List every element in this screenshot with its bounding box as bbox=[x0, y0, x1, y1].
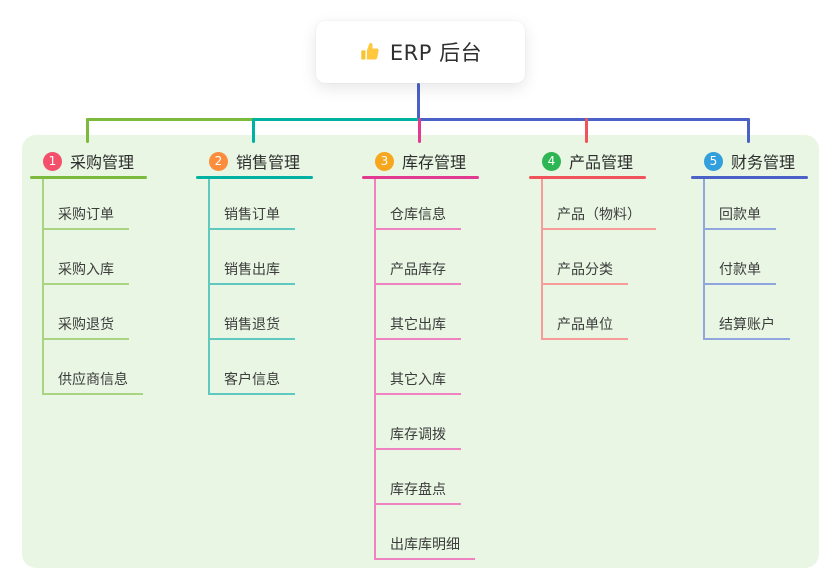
branch-item-label: 库存调拨 bbox=[374, 424, 461, 450]
branch-item-label: 供应商信息 bbox=[42, 369, 143, 395]
branch-number-badge: 5 bbox=[704, 151, 723, 171]
branch-item-label: 出库库明细 bbox=[374, 534, 475, 560]
branch-drop-line bbox=[418, 118, 421, 143]
branch-item-label: 付款单 bbox=[703, 259, 776, 285]
branch-item-label: 产品单位 bbox=[541, 314, 628, 340]
branch-item-label: 产品（物料） bbox=[541, 204, 656, 230]
branch-item-label: 结算账户 bbox=[703, 314, 790, 340]
bus-segment-2 bbox=[252, 118, 421, 121]
branch-header-underline bbox=[691, 176, 808, 179]
branch-trunk-line bbox=[374, 179, 376, 559]
branch-number-badge: 2 bbox=[209, 151, 228, 171]
branch-header-underline bbox=[30, 176, 147, 179]
branch-item-label: 采购退货 bbox=[42, 314, 129, 340]
branch-header[interactable]: 4 产品管理 bbox=[542, 150, 633, 172]
branch-item[interactable]: 采购入库 bbox=[42, 259, 129, 285]
branch-drop-line bbox=[252, 118, 255, 143]
branch-label: 采购管理 bbox=[70, 153, 135, 172]
branch-item[interactable]: 产品（物料） bbox=[541, 204, 656, 230]
branch-number-badge: 1 bbox=[43, 151, 62, 171]
branch-item[interactable]: 仓库信息 bbox=[374, 204, 461, 230]
branch-header-underline bbox=[196, 176, 313, 179]
branch-item-label: 产品分类 bbox=[541, 259, 628, 285]
branch-item[interactable]: 销售出库 bbox=[208, 259, 295, 285]
branch-item-label: 采购订单 bbox=[42, 204, 129, 230]
branch-item-label: 其它入库 bbox=[374, 369, 461, 395]
branch-item-label: 采购入库 bbox=[42, 259, 129, 285]
branch-item[interactable]: 产品分类 bbox=[541, 259, 628, 285]
thumbs-up-icon bbox=[359, 41, 381, 63]
branch-item[interactable]: 库存调拨 bbox=[374, 424, 461, 450]
bus-segment-1 bbox=[86, 118, 255, 121]
branch-item[interactable]: 销售订单 bbox=[208, 204, 295, 230]
branch-item-label: 回款单 bbox=[703, 204, 776, 230]
branch-item[interactable]: 产品库存 bbox=[374, 259, 461, 285]
branch-drop-line bbox=[86, 118, 89, 143]
branch-label: 财务管理 bbox=[731, 153, 796, 172]
branches-panel bbox=[22, 135, 819, 568]
branch-header[interactable]: 5 财务管理 bbox=[704, 150, 795, 172]
branch-trunk-line bbox=[541, 179, 543, 339]
branch-header-underline bbox=[362, 176, 479, 179]
branch-item-label: 仓库信息 bbox=[374, 204, 461, 230]
branch-item[interactable]: 结算账户 bbox=[703, 314, 790, 340]
branch-number-badge: 3 bbox=[375, 151, 394, 171]
branch-item[interactable]: 付款单 bbox=[703, 259, 776, 285]
branch-header[interactable]: 1 采购管理 bbox=[43, 150, 134, 172]
branch-label: 库存管理 bbox=[402, 153, 467, 172]
branch-item[interactable]: 销售退货 bbox=[208, 314, 295, 340]
branch-item[interactable]: 供应商信息 bbox=[42, 369, 143, 395]
branch-item-label: 客户信息 bbox=[208, 369, 295, 395]
branch-header-underline bbox=[529, 176, 646, 179]
branch-item[interactable]: 采购订单 bbox=[42, 204, 129, 230]
branch-item[interactable]: 产品单位 bbox=[541, 314, 628, 340]
branch-item-label: 销售出库 bbox=[208, 259, 295, 285]
root-title: ERP 后台 bbox=[389, 41, 483, 65]
bus-segment-3 bbox=[418, 118, 750, 121]
branch-item-label: 其它出库 bbox=[374, 314, 461, 340]
branch-item-label: 销售退货 bbox=[208, 314, 295, 340]
root-node[interactable]: ERP 后台 bbox=[316, 21, 525, 83]
branch-drop-line bbox=[585, 118, 588, 143]
branch-item[interactable]: 其它入库 bbox=[374, 369, 461, 395]
branch-label: 销售管理 bbox=[236, 153, 301, 172]
branch-header[interactable]: 3 库存管理 bbox=[375, 150, 466, 172]
branch-trunk-line bbox=[703, 179, 705, 339]
branch-header[interactable]: 2 销售管理 bbox=[209, 150, 300, 172]
branch-label: 产品管理 bbox=[569, 153, 634, 172]
root-stem-line bbox=[417, 83, 420, 121]
branch-item[interactable]: 客户信息 bbox=[208, 369, 295, 395]
branch-item[interactable]: 库存盘点 bbox=[374, 479, 461, 505]
branch-trunk-line bbox=[42, 179, 44, 394]
branch-item-label: 产品库存 bbox=[374, 259, 461, 285]
branch-item[interactable]: 回款单 bbox=[703, 204, 776, 230]
branch-item[interactable]: 其它出库 bbox=[374, 314, 461, 340]
branch-trunk-line bbox=[208, 179, 210, 394]
branch-item[interactable]: 采购退货 bbox=[42, 314, 129, 340]
branch-item-label: 销售订单 bbox=[208, 204, 295, 230]
branch-number-badge: 4 bbox=[542, 151, 561, 171]
branch-item-label: 库存盘点 bbox=[374, 479, 461, 505]
branch-item[interactable]: 出库库明细 bbox=[374, 534, 475, 560]
branch-drop-line bbox=[747, 118, 750, 143]
